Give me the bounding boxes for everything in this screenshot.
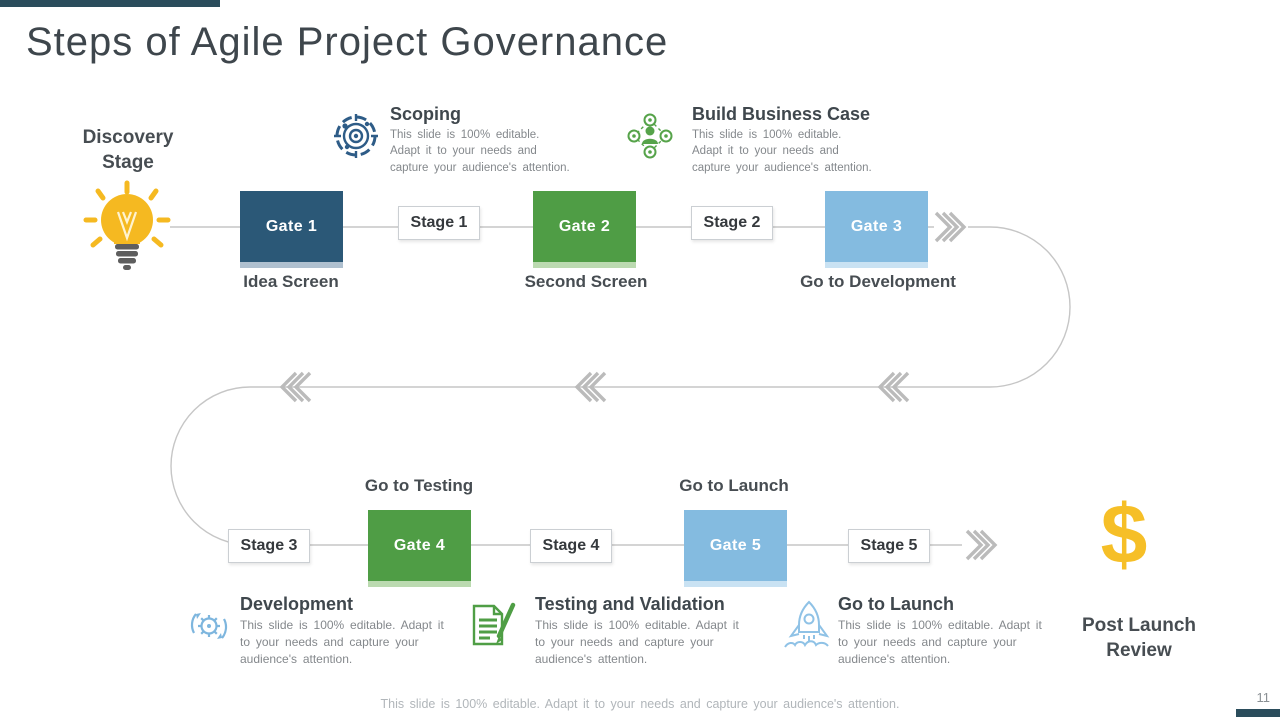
page-number-accent-bar	[1236, 709, 1280, 717]
lightbulb-icon	[83, 180, 171, 270]
gate-1-shadow	[240, 262, 343, 268]
stage-5-box: Stage 5	[848, 529, 930, 563]
stage-1-box: Stage 1	[398, 206, 480, 240]
callout-build-business-case-body: This slide is 100% editable. Adapt it to…	[692, 129, 872, 174]
page-title: Steps of Agile Project Governance	[26, 20, 669, 64]
flow-chevrons-right-top	[934, 211, 967, 243]
stage-4-box: Stage 4	[530, 529, 612, 563]
callout-go-to-launch-title: Go to Launch	[838, 594, 954, 614]
gate-2-shadow	[533, 262, 636, 268]
gate-5: Gate 5	[684, 510, 787, 587]
gate-1-box: Gate 1	[240, 191, 343, 262]
flow-chevrons-left-3	[877, 371, 910, 403]
discovery-stage-label: Discovery Stage	[82, 127, 174, 173]
callout-scoping-body: This slide is 100% editable. Adapt it to…	[390, 129, 570, 174]
gate-3-shadow	[825, 262, 928, 268]
gate-4-shadow	[368, 581, 471, 587]
gate-4-caption: Go to Testing	[364, 476, 474, 495]
gate-2-caption: Second Screen	[524, 272, 648, 291]
callout-build-business-case-title: Build Business Case	[692, 104, 871, 124]
callout-go-to-launch-body: This slide is 100% editable. Adapt it to…	[838, 618, 1042, 667]
gate-5-box: Gate 5	[684, 510, 787, 581]
callout-scoping-title: Scoping	[390, 104, 461, 124]
stage-2-box: Stage 2	[691, 206, 773, 240]
gate-3-box: Gate 3	[825, 191, 928, 262]
callout-development-title: Development	[240, 594, 354, 614]
target-icon	[334, 114, 378, 158]
gate-4-box: Gate 4	[368, 510, 471, 581]
callout-testing-validation-title: Testing and Validation	[535, 594, 725, 614]
document-pencil-icon	[472, 602, 516, 646]
stage-3-box: Stage 3	[228, 529, 310, 563]
gate-3: Gate 3	[825, 191, 928, 268]
gate-5-shadow	[684, 581, 787, 587]
gate-2-box: Gate 2	[533, 191, 636, 262]
dollar-icon: $	[1100, 487, 1148, 581]
page-number: 11	[1256, 690, 1271, 705]
gear-sync-icon	[190, 613, 228, 639]
rocket-icon	[784, 600, 830, 648]
gate-4: Gate 4	[368, 510, 471, 587]
gate-5-caption: Go to Launch	[679, 476, 789, 495]
title-accent-bar	[0, 0, 220, 7]
footer-note: This slide is 100% editable. Adapt it to…	[380, 697, 900, 711]
gate-2: Gate 2	[533, 191, 636, 268]
post-launch-review-label: Post Launch Review	[1081, 615, 1196, 661]
callout-testing-validation-body: This slide is 100% editable. Adapt it to…	[535, 618, 739, 667]
gate-1-caption: Idea Screen	[243, 272, 339, 291]
gate-3-caption: Go to Development	[800, 272, 956, 291]
team-process-icon	[627, 113, 673, 159]
flow-chevrons-left-2	[574, 371, 607, 403]
callout-development-body: This slide is 100% editable. Adapt it to…	[240, 618, 444, 667]
gate-1: Gate 1	[240, 191, 343, 268]
flow-chevrons-right-bottom	[965, 529, 998, 561]
flow-chevrons-left-1	[279, 371, 312, 403]
